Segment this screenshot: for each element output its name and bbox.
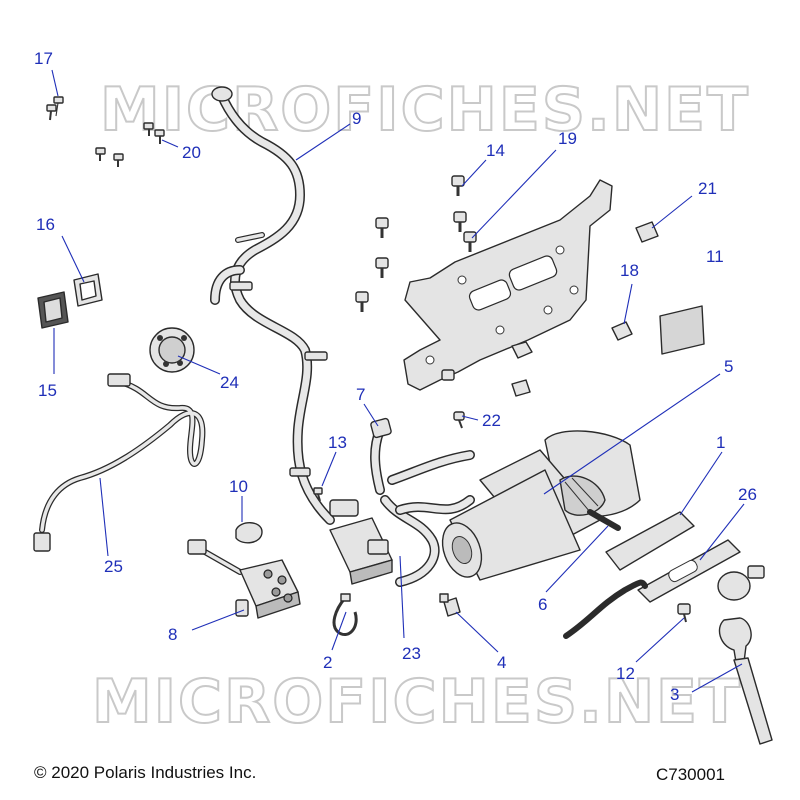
bolt-13 [313, 487, 323, 502]
fairlead-plate [605, 511, 695, 571]
callout-17: 17 [34, 49, 53, 68]
callout-13: 13 [328, 433, 347, 452]
callout-7: 7 [356, 385, 365, 404]
callout-10: 10 [229, 477, 248, 496]
sensor-4 [439, 593, 461, 617]
watermark-top: MICROFICHES.NET [100, 75, 750, 145]
bolt-22 [453, 411, 465, 429]
callout-14: 14 [486, 141, 505, 160]
callout-6: 6 [538, 595, 547, 614]
callout-22: 22 [482, 411, 501, 430]
nut-18 [611, 321, 633, 341]
clip-10 [235, 522, 263, 544]
callout-26: 26 [738, 485, 757, 504]
plate-nuts [441, 341, 533, 397]
winch-assembly [441, 430, 641, 581]
switch-harness [33, 373, 206, 552]
copyright-notice: © 2020 Polaris Industries Inc. [34, 763, 257, 782]
hook-stopper [717, 565, 765, 663]
callout-23: 23 [402, 644, 421, 663]
callout-21: 21 [698, 179, 717, 198]
callout-3: 3 [670, 685, 679, 704]
leader-lines [51, 69, 745, 693]
callout-4: 4 [497, 653, 506, 672]
callout-24: 24 [220, 373, 239, 392]
callout-16: 16 [36, 215, 55, 234]
contactor [187, 539, 301, 619]
callout-5: 5 [724, 357, 733, 376]
hook-strap [733, 657, 773, 745]
mounting-bolts [355, 175, 477, 312]
bolt-12 [677, 603, 691, 623]
callout-20: 20 [182, 143, 201, 162]
callout-2: 2 [323, 653, 332, 672]
callouts: 1 2 3 4 5 6 7 8 9 10 11 12 13 14 15 16 1… [34, 49, 757, 704]
callout-19: 19 [558, 129, 577, 148]
callout-9: 9 [352, 109, 361, 128]
decal-11 [659, 305, 705, 355]
battery-cable [563, 579, 648, 639]
winch-mount-plate [403, 179, 613, 391]
hawse-fairlead [637, 539, 741, 603]
rocker-switch [37, 291, 69, 329]
control-harness [329, 417, 475, 587]
callout-12: 12 [616, 664, 635, 683]
cable-tie [332, 593, 358, 636]
vent-hose [210, 86, 335, 525]
drawing-number: C730001 [656, 765, 726, 784]
screws-17-20 [46, 96, 165, 167]
callout-15: 15 [38, 381, 57, 400]
switch-bezel [73, 273, 103, 307]
callout-18: 18 [620, 261, 639, 280]
watermark-bottom: MICROFICHES.NET [92, 667, 742, 737]
callout-25: 25 [104, 557, 123, 576]
nut-21 [635, 221, 659, 243]
callout-1: 1 [716, 433, 725, 452]
remote-knob [149, 327, 195, 373]
winch-cable [587, 509, 621, 531]
callout-8: 8 [168, 625, 177, 644]
callout-11: 11 [706, 247, 724, 266]
